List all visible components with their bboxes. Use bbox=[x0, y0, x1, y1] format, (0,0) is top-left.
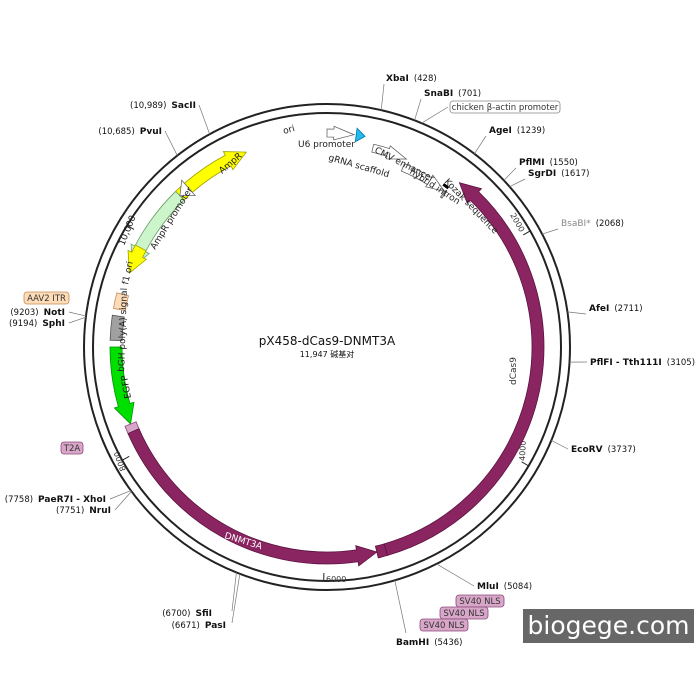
feature-u6-promoter bbox=[326, 125, 356, 141]
restriction-site-labels: XbaI(428) SnaBI(701) chicken β-actin pro… bbox=[5, 74, 695, 648]
site-leader-12 bbox=[231, 572, 237, 612]
site-leader-13 bbox=[231, 573, 241, 624]
site-bamhi: BamHI(5436) bbox=[396, 638, 462, 648]
site-leader-17 bbox=[68, 316, 86, 324]
feature-ampr-promoter bbox=[179, 179, 197, 197]
ruler-tick-4000 bbox=[521, 461, 529, 467]
ruler-tick-10000 bbox=[126, 224, 135, 230]
site-leader-2 bbox=[421, 106, 449, 124]
feature-hybrid-intron bbox=[400, 163, 446, 193]
feature-grna-scaffold bbox=[354, 127, 366, 143]
svg-text:SV40 NLS: SV40 NLS bbox=[423, 621, 464, 631]
plasmid-title: pX458-dCas9-DNMT3A bbox=[259, 334, 396, 348]
plasmid-size: 11,947 碱基对 bbox=[300, 349, 355, 359]
feature-aav2-itr bbox=[112, 292, 129, 312]
feature-cmv-enhancer bbox=[371, 143, 408, 160]
feature-ampr bbox=[130, 190, 185, 268]
site-leader-14 bbox=[109, 490, 132, 500]
outer-ring bbox=[83, 103, 571, 591]
site-sphi: (9194)SphI bbox=[9, 319, 65, 329]
site-mlui: MluI(5084) bbox=[477, 582, 532, 592]
site-leader-lines bbox=[68, 83, 588, 634]
label-f1-ori: f1 ori bbox=[121, 261, 136, 286]
svg-text:T2A: T2A bbox=[63, 444, 81, 454]
site-snabi: SnaBI(701) bbox=[424, 89, 481, 99]
site-leader-4 bbox=[503, 167, 517, 181]
feature-egfp bbox=[109, 346, 135, 425]
watermark-text: biogege.com bbox=[527, 611, 690, 640]
feature-t2a bbox=[124, 421, 140, 435]
feature-bgh-polya bbox=[109, 314, 125, 341]
label-bgh: bGH poly(A) signal bbox=[117, 288, 130, 372]
sv40-nls-label-3: SV40 NLS bbox=[419, 618, 469, 632]
feature-dcas9 bbox=[383, 182, 545, 556]
aav2-itr-label: AAV2 ITR bbox=[23, 291, 70, 305]
ruler-label-8000: 8000 bbox=[112, 450, 127, 472]
feature-arrows bbox=[109, 125, 545, 567]
t2a-label: T2A bbox=[60, 441, 84, 455]
label-u6: U6 promoter bbox=[298, 140, 355, 150]
site-agei: AgeI(1239) bbox=[489, 126, 545, 136]
site-leader-16 bbox=[68, 311, 87, 317]
ruler-tick-2000 bbox=[522, 230, 531, 236]
watermark-background bbox=[523, 609, 694, 643]
backbone-rings bbox=[83, 103, 571, 591]
svg-text:SV40 NLS: SV40 NLS bbox=[443, 609, 484, 619]
ruler-ticks: 2000 4000 6000 8000 bbox=[112, 212, 531, 584]
site-pflmi: PflMI(1550) bbox=[519, 158, 578, 168]
site-leader-19 bbox=[198, 104, 211, 135]
kozak-bar bbox=[442, 183, 450, 190]
site-xhoi: (7758)PaeR7I - XhoI bbox=[5, 495, 106, 505]
site-pflfi: PflFI - Tth111I(3105) bbox=[590, 358, 695, 368]
site-noti: (9203)NotI bbox=[10, 308, 65, 318]
site-sgrdi: SgrDI(1617) bbox=[528, 169, 589, 179]
site-leader-6 bbox=[542, 228, 559, 235]
site-leader-18 bbox=[164, 130, 178, 156]
label-ori: ori bbox=[282, 124, 296, 137]
feature-dnmt3a bbox=[127, 428, 378, 567]
site-bsabi: BsaBI*(2068) bbox=[561, 219, 624, 229]
ruler-label-2000: 2000 bbox=[508, 212, 526, 234]
site-leader-10 bbox=[436, 563, 475, 587]
site-sfii: (6700)SfiI bbox=[162, 609, 212, 619]
site-leader-7 bbox=[567, 311, 587, 315]
ruler-label-6000: 6000 bbox=[326, 575, 346, 584]
site-pasi: (6671)PasI bbox=[172, 621, 226, 631]
site-leader-1 bbox=[414, 98, 422, 121]
site-pvui: (10,685)PvuI bbox=[98, 127, 162, 137]
feature-kozak bbox=[439, 190, 448, 199]
sv40-nls-label-1: SV40 NLS bbox=[455, 594, 505, 608]
site-leader-15 bbox=[114, 491, 132, 511]
svg-text:AAV2 ITR: AAV2 ITR bbox=[27, 294, 66, 304]
site-afei: AfeI(2711) bbox=[589, 304, 643, 314]
svg-text:SV40 NLS: SV40 NLS bbox=[459, 597, 500, 607]
site-ecorv: EcoRV(3737) bbox=[571, 445, 636, 455]
ruler-tick-8000 bbox=[121, 455, 130, 461]
site-nrui: (7751)NruI bbox=[56, 506, 111, 516]
feature-f1-ori bbox=[127, 244, 148, 274]
svg-text:chicken β-actin promoter: chicken β-actin promoter bbox=[452, 103, 559, 113]
feature-sv40-nls bbox=[374, 543, 389, 559]
site-leader-0 bbox=[380, 83, 385, 111]
label-dcas9: dCas9 bbox=[509, 357, 519, 385]
boxed-feature-labels: AAV2 ITR T2A SV40 NLS SV40 NLS SV40 NLS bbox=[23, 291, 505, 632]
ruler-label-4000: 4000 bbox=[518, 440, 528, 461]
site-sacii: (10,989)SacII bbox=[130, 101, 196, 111]
label-egfp: EGFP bbox=[120, 374, 134, 399]
sv40-nls-label-2: SV40 NLS bbox=[439, 606, 489, 620]
site-leader-3 bbox=[474, 135, 487, 154]
site-leader-9 bbox=[551, 440, 569, 450]
inner-ring bbox=[92, 112, 562, 582]
site-leader-11 bbox=[394, 580, 407, 634]
chicken-actin-promoter-label: chicken β-actin promoter bbox=[449, 100, 561, 114]
site-xbai: XbaI(428) bbox=[386, 74, 437, 84]
site-leader-5 bbox=[509, 178, 526, 188]
